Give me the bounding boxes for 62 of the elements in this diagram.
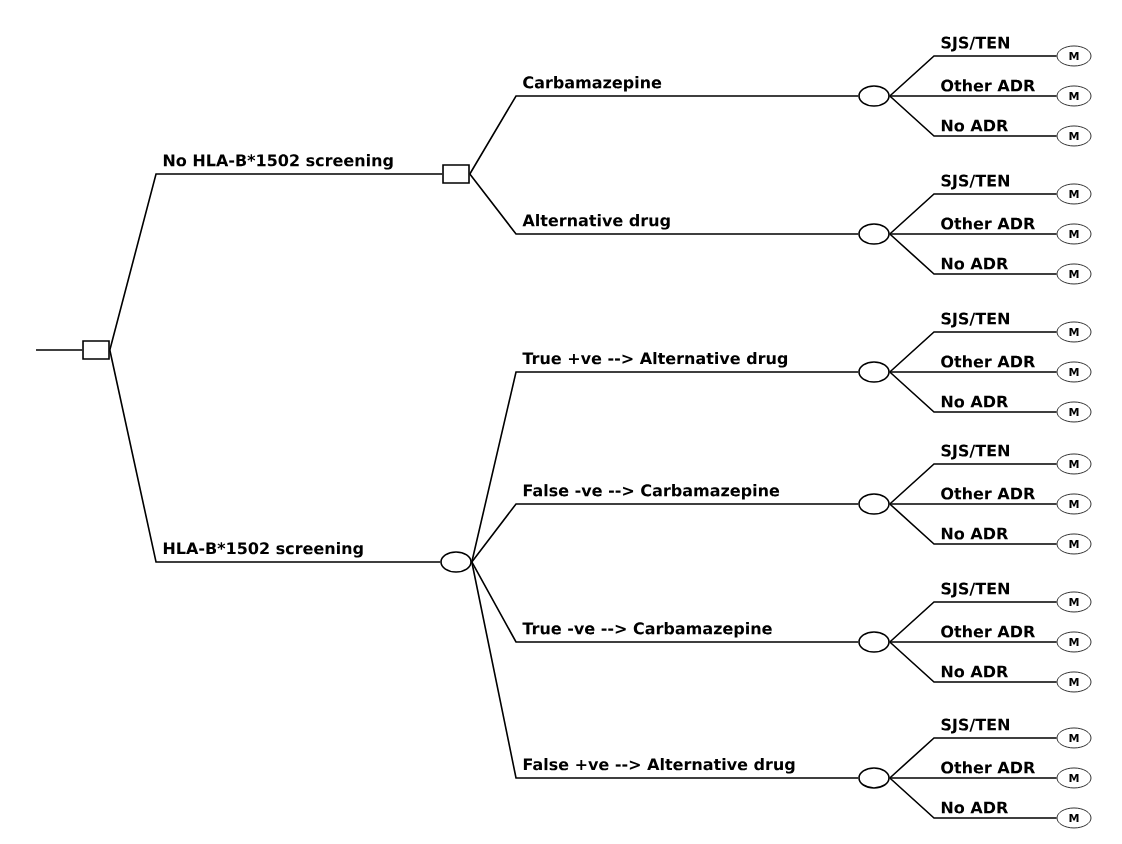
branch-line [471,503,859,563]
edge-label: No ADR [941,257,1009,270]
branch-line [469,95,859,175]
edge-label: SJS/TEN [941,36,1009,52]
branch-line [889,95,1058,97]
branch-line [889,601,1058,643]
branch-line [889,503,1058,545]
branch-line [889,95,1058,137]
edge-label: HLA-B*1502 screening [163,542,363,558]
edge-label: False -ve --> Carbamazepine [523,484,780,500]
edge-label: SJS/TEN [941,444,1009,460]
branch-line [889,777,1058,819]
edge-label: Other ADR [941,487,1035,500]
edge-label: False +ve --> Alternative drug [523,758,795,774]
branch-line [109,173,443,351]
edge-label: True +ve --> Alternative drug [522,352,788,368]
edge-label: Other ADR [941,761,1035,774]
branch-line [469,173,859,235]
edge-label: SJS/TEN [941,718,1009,734]
edge-label: Other ADR [941,625,1035,638]
branch-line [471,561,859,643]
decision-box [82,340,110,360]
branch-line [889,233,1058,275]
edge-label: SJS/TEN [941,582,1009,598]
branch-line [889,641,1058,643]
edge-label: Carbamazepine [523,76,662,92]
chance-circle [440,551,472,573]
edge-label: No ADR [941,395,1009,408]
decision-box [442,164,470,184]
chance-circle [858,631,890,653]
branch-line [471,561,859,779]
branch-line [889,233,1058,235]
branch-line [889,737,1058,779]
branch-line [889,503,1058,505]
chance-circle [858,767,890,789]
branch-line [109,349,441,563]
edge-label: Other ADR [941,355,1035,368]
edge-label: SJS/TEN [941,174,1009,190]
branch-line [471,371,859,563]
branch-line [889,55,1058,97]
branch-line [889,777,1058,779]
edge-label: True -ve --> Carbamazepine [522,622,772,638]
chance-circle [858,361,890,383]
edge-label: No ADR [941,119,1009,132]
chance-circle [858,493,890,515]
branch-line [889,193,1058,235]
edge-label: Other ADR [941,79,1035,92]
edge-label: No HLA-B*1502 screening [163,154,393,170]
edge-label: No ADR [941,801,1009,814]
branch-line [889,463,1058,505]
chance-circle [858,85,890,107]
branch-line [889,331,1058,373]
branch-line [889,371,1058,373]
edge-label: Alternative drug [522,214,670,230]
branch-line [35,349,83,351]
edge-label: No ADR [941,665,1009,678]
branch-line [889,641,1058,683]
branch-line [889,371,1058,413]
edge-label: Other ADR [941,217,1035,230]
chance-circle [858,223,890,245]
edge-label: No ADR [941,527,1009,540]
edge-label: SJS/TEN [941,312,1009,328]
